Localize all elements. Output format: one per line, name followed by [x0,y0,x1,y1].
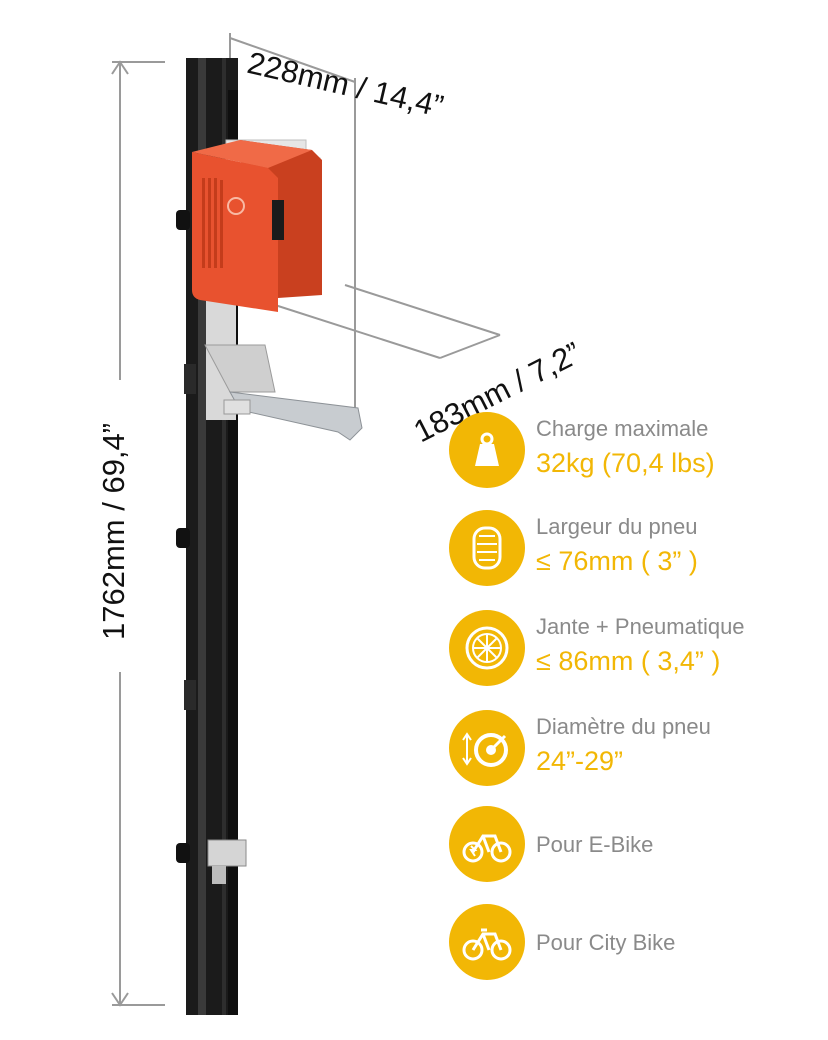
spec-value: 32kg (70,4 lbs) [536,448,715,478]
dimension-lines [111,33,501,1007]
ebike-icon [449,806,525,882]
spec-value: ≤ 76mm ( 3” ) [536,546,698,576]
spec-label: Jante + Pneumatique [536,614,745,639]
latch [207,839,247,884]
lift-arm [204,344,363,441]
spec-label: Largeur du pneu [536,514,698,539]
spec-wheel-diameter: Diamètre du pneu 24”-29” [449,710,819,790]
tire-icon [449,510,525,586]
spec-value: ≤ 86mm ( 3,4” ) [536,646,721,676]
spec-rim-tire: Jante + Pneumatique ≤ 86mm ( 3,4” ) [449,610,819,690]
spec-value: 24”-29” [536,746,624,776]
spec-city-bike: Pour City Bike [449,904,819,984]
height-dimension: 1762mm / 69,4” [96,422,131,640]
spec-tire-width: Largeur du pneu ≤ 76mm ( 3” ) [449,510,819,590]
spec-max-load: Charge maximale 32kg (70,4 lbs) [449,412,819,492]
spec-label: Pour E-Bike [536,832,654,857]
spec-label: Diamètre du pneu [536,714,711,739]
wheel-diameter-icon [449,710,525,786]
spec-label: Charge maximale [536,416,709,441]
spec-label: Pour City Bike [536,930,676,955]
weight-icon [449,412,525,488]
control-unit [192,140,322,312]
rim-wheel-icon [449,610,525,686]
city-bike-icon [449,904,525,980]
spec-ebike: Pour E-Bike [449,806,819,886]
